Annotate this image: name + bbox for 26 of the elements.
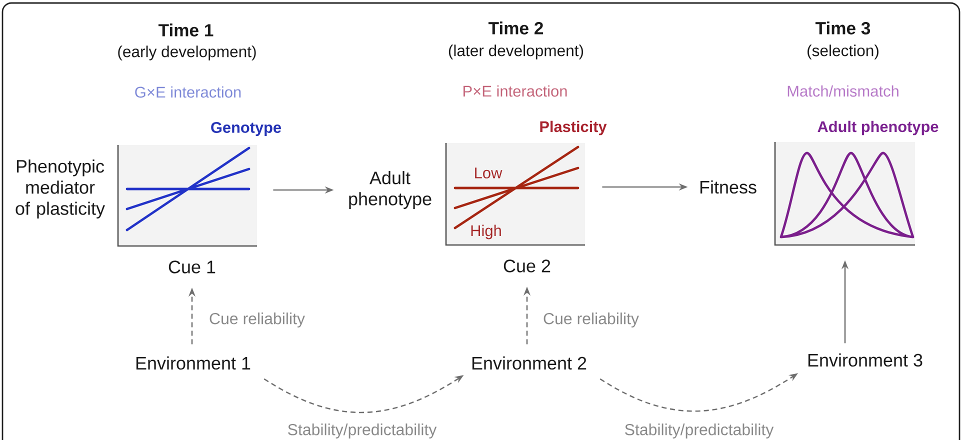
column-heading: Time 3 xyxy=(816,22,870,34)
edge-label: Stability/predictability xyxy=(286,422,438,440)
text-label: Adult phenotype xyxy=(349,171,432,209)
line-label: High xyxy=(471,224,501,240)
column-subheading: (early development) xyxy=(118,46,256,60)
column-subheading: (selection) xyxy=(808,44,878,60)
interaction-label: P×E interaction xyxy=(464,85,567,97)
edge-label: Stability/predictability xyxy=(623,422,775,440)
plot-title: Adult phenotype xyxy=(818,120,938,136)
plot-title: Genotype xyxy=(211,122,281,136)
text-label: Fitness xyxy=(700,180,756,194)
edge-label: Cue reliability xyxy=(208,312,306,328)
text-label: Environment 1 xyxy=(136,356,250,370)
plot-title: Plasticity xyxy=(540,120,607,136)
axis-label: Cue 2 xyxy=(504,260,550,272)
text-label: Environment 3 xyxy=(808,353,922,367)
interaction-label: G×E interaction xyxy=(135,86,241,98)
edge-label: Cue reliability xyxy=(542,312,640,328)
column-subheading: (later development) xyxy=(448,44,584,60)
column-heading: Time 1 xyxy=(158,24,214,36)
text-label: Environment 2 xyxy=(472,356,586,370)
axis-label: Cue 1 xyxy=(168,260,216,274)
interaction-label: Match/mismatch xyxy=(788,85,898,97)
column-heading: Time 2 xyxy=(488,22,543,34)
line-label: Low xyxy=(475,168,502,178)
axis-label: Phenotypic mediator of plasticity xyxy=(16,160,105,218)
